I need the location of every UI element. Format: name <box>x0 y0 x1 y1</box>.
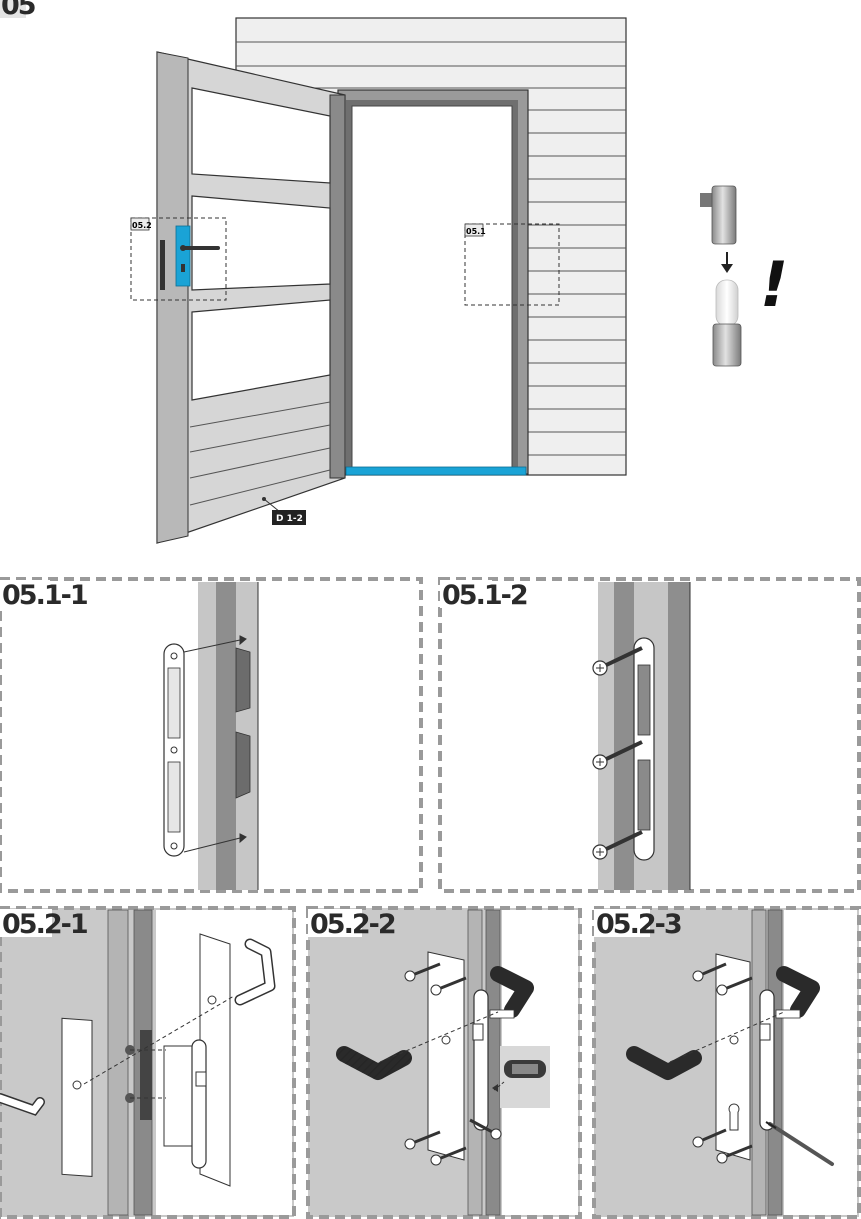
lever-handle-icon <box>626 1046 702 1080</box>
step-panel-05-2-3: 05.2-3 <box>592 906 861 1219</box>
lever-handle-icon <box>336 1046 412 1080</box>
screw-icon <box>692 962 727 982</box>
step-number: 05 <box>1 0 35 21</box>
threshold <box>345 466 527 476</box>
lever-handle-icon <box>234 938 276 1006</box>
detail-callout-strike: 05.1 <box>464 223 560 306</box>
screwdriver-icon <box>765 1121 834 1166</box>
exclamation-icon: ! <box>760 248 788 321</box>
door-frame <box>337 89 529 475</box>
step-panel-05-1-1: 05.1-1 <box>0 577 423 893</box>
cylinder-icon <box>712 279 742 367</box>
lever-handle-icon <box>489 966 534 1019</box>
door-leaf <box>156 51 346 544</box>
part-label: D 1-2 <box>262 497 306 525</box>
screw-icon <box>692 1128 727 1148</box>
screw-icon <box>716 1144 753 1164</box>
detail-callout-latch: 05.2 <box>130 217 227 301</box>
strike-plate <box>163 643 185 857</box>
step-number-badge: 05 <box>0 0 37 21</box>
screw-icon <box>592 646 643 676</box>
screw-icon <box>469 1118 502 1140</box>
step-panel-05-2-2: 05.2-2 <box>306 906 582 1219</box>
screw-icon <box>404 1130 441 1150</box>
strike-plate <box>633 637 655 861</box>
screw-icon <box>430 976 467 996</box>
screw-icon <box>592 830 643 860</box>
step-title-05-2-3: 05.2-3 <box>596 909 681 940</box>
lever-handle-icon <box>0 1093 45 1116</box>
step-title-05-2-1: 05.2-1 <box>2 909 87 940</box>
detail-tag-latch: 05.2 <box>132 221 152 230</box>
down-arrow-icon <box>721 252 733 273</box>
overview-illustration: 05.2 05.1 D 1-2 <box>130 17 788 544</box>
detail-tag-strike: 05.1 <box>466 227 486 236</box>
screw-icon <box>404 962 441 982</box>
part-label-text: D 1-2 <box>276 514 303 524</box>
screw-icon <box>430 1146 467 1166</box>
lever-handle-icon <box>775 966 820 1019</box>
hinge-pin-warning: ! <box>700 185 788 367</box>
step-title-05-1-1: 05.1-1 <box>2 580 87 611</box>
lock-cylinder-icon <box>492 1046 550 1108</box>
step-title-05-2-2: 05.2-2 <box>310 909 395 940</box>
screw-icon <box>592 740 643 770</box>
screw-icon <box>716 976 753 996</box>
step-panel-05-2-1: 05.2-1 <box>0 906 296 1219</box>
step-title-05-1-2: 05.1-2 <box>442 580 527 611</box>
cylinder-icon <box>700 185 737 245</box>
step-panel-05-1-2: 05.1-2 <box>438 577 861 893</box>
